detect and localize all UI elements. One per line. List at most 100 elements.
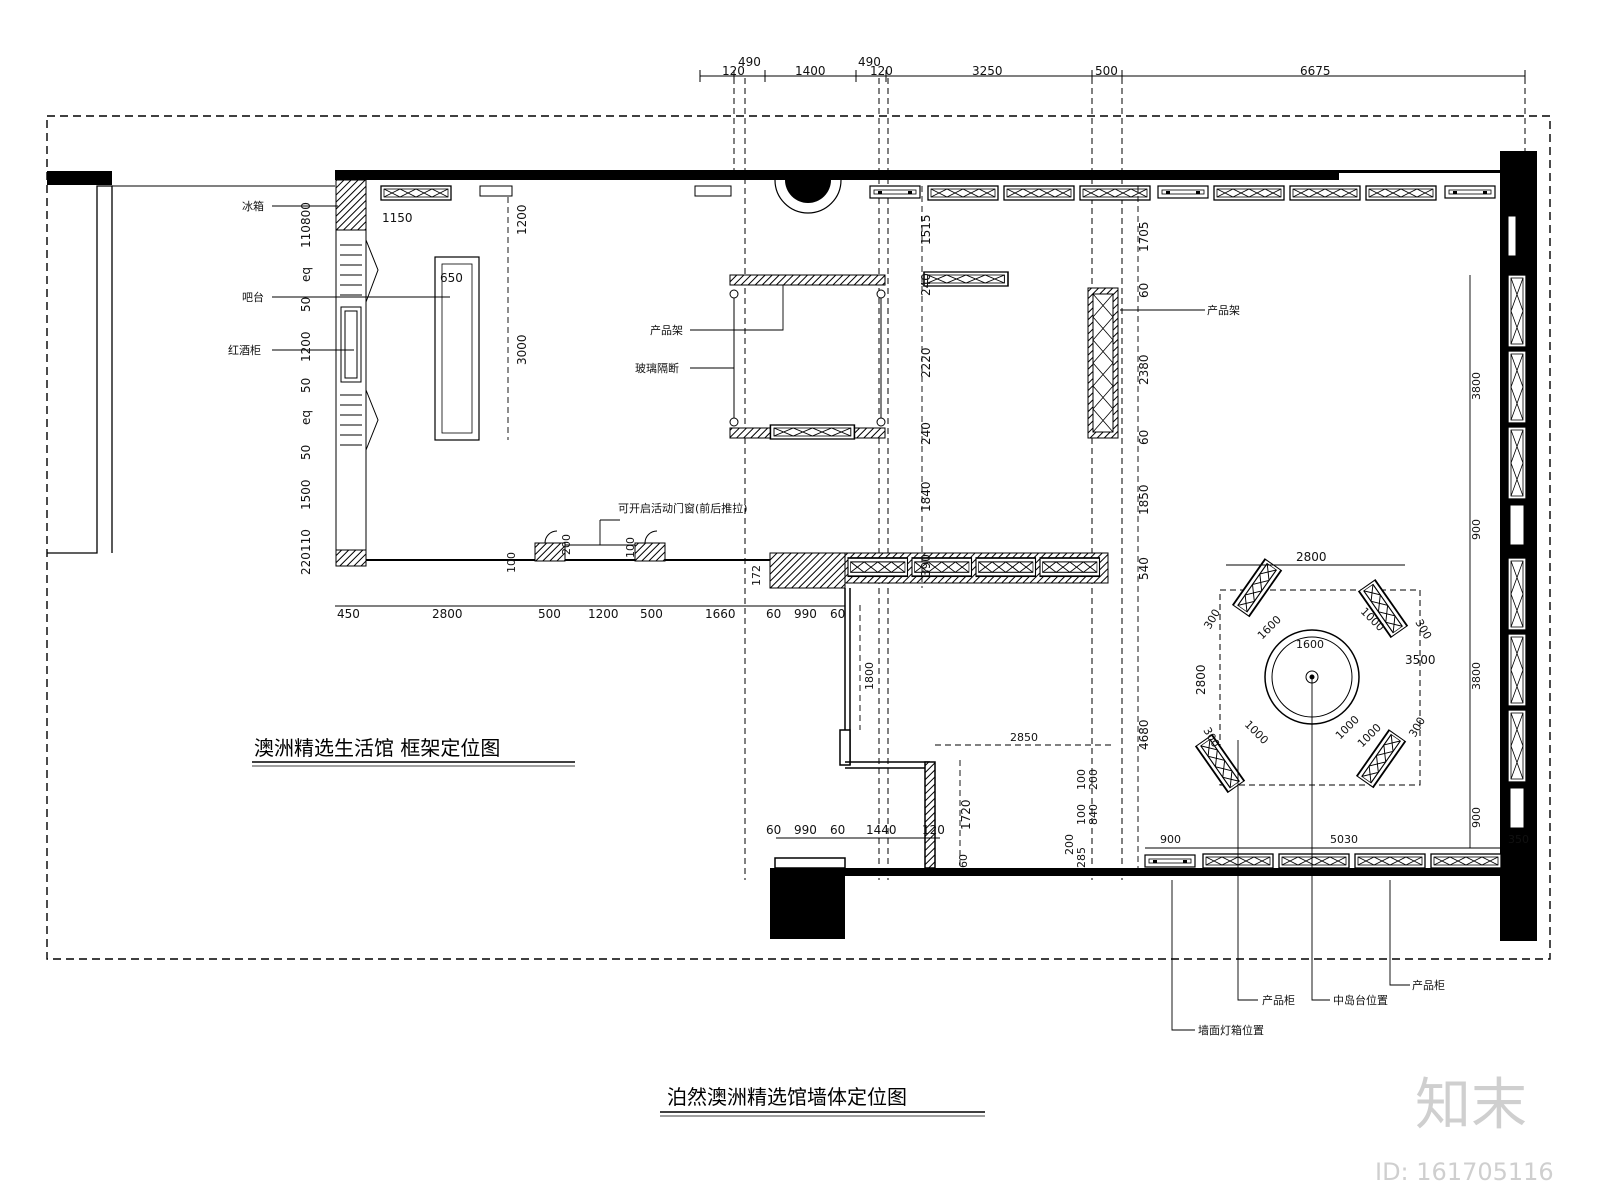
- right-product-rack: [1087, 287, 1119, 439]
- label-wine-cabinet: 红酒柜: [228, 344, 261, 357]
- dim-3800-b: 3800: [1470, 662, 1483, 690]
- left-wall-column: [335, 179, 367, 231]
- dim-lv-50-b: 50: [299, 378, 313, 393]
- small-dimension-labels: 100 200 840 100 200 285 100 100 200 60: [505, 534, 1100, 868]
- label-door-note: 可开启活动门窗(前后推拉): [618, 501, 748, 515]
- dim-small-200-a: 200: [1087, 769, 1100, 790]
- dim-low-1800: 1800: [863, 662, 876, 690]
- dim-60-a: 60: [766, 607, 781, 621]
- dim-5030: 5030: [1330, 833, 1358, 846]
- dim-60-r-a: 60: [1137, 283, 1151, 298]
- dim-60-r-b: 60: [1137, 430, 1151, 445]
- dim-low-120: 120: [922, 823, 945, 837]
- site-boundary: [46, 115, 1551, 960]
- dim-lv-800: 800: [299, 202, 313, 225]
- watermark-logo: 知末: [1415, 1073, 1527, 1138]
- dim-2800: 2800: [432, 607, 463, 621]
- middle-partition: [366, 530, 1109, 589]
- dim-1200: 1200: [588, 607, 619, 621]
- dim-low-1440: 1440: [866, 823, 897, 837]
- dim-60-b: 60: [830, 607, 845, 621]
- leader-lines: [272, 205, 1410, 1031]
- dim-1660: 1660: [705, 607, 736, 621]
- dim-1850: 1850: [1137, 484, 1151, 515]
- dim-1705: 1705: [1137, 221, 1151, 252]
- lower-dimension-labels: 60 990 60 1440 120 1720 2850 1800: [766, 662, 1038, 837]
- dim-lv-110-b: 110: [299, 529, 313, 552]
- dim-small-100-c: 100: [505, 552, 518, 573]
- dim-lv-50-a: 50: [299, 297, 313, 312]
- dim-240-a: 240: [919, 273, 933, 296]
- dim-lv-50-c: 50: [299, 445, 313, 460]
- label-product-cabinet-right: 产品柜: [1412, 978, 1445, 992]
- dim-island-1000-b: 1000: [1242, 718, 1271, 747]
- dim-500-b: 500: [640, 607, 663, 621]
- dim-1150: 1150: [382, 211, 413, 225]
- dim-1840: 1840: [919, 481, 933, 512]
- top-dimension-labels: 490 490 120 1400 120 3250 500 6675: [722, 55, 1331, 78]
- frame-title: 澳洲精选生活馆 框架定位图: [254, 736, 500, 760]
- dim-small-200-b: 200: [1063, 834, 1076, 855]
- dim-top-6675: 6675: [1300, 64, 1331, 78]
- bottom-left-dimension-labels: 450 2800 500 1200 500 1660 60 990 60: [337, 607, 845, 621]
- lower-room-walls: [774, 588, 1112, 869]
- dim-1515: 1515: [919, 214, 933, 245]
- dim-island-1600-a: 1600: [1255, 613, 1284, 642]
- label-bar-counter: 吧台: [242, 290, 264, 304]
- label-glass-screen: 玻璃隔断: [635, 361, 679, 375]
- dim-172: 172: [750, 565, 763, 586]
- dim-500-a: 500: [538, 607, 561, 621]
- left-decor-wall: [335, 229, 379, 551]
- annotation-labels: 冰箱 吧台 红酒柜 产品架 玻璃隔断 产品架 可开启活动门窗(前后推拉) 产品柜…: [228, 199, 1445, 1037]
- label-product-cabinet: 产品柜: [1262, 993, 1295, 1007]
- dim-top-500: 500: [1095, 64, 1118, 78]
- dim-top-490-b: 490: [858, 55, 881, 69]
- central-island: [1195, 558, 1421, 793]
- dim-island-300-b: 300: [1412, 617, 1434, 642]
- dim-lv-eq-b: eq: [299, 410, 313, 425]
- dim-low-60-a: 60: [766, 823, 781, 837]
- dim-island-300-d: 300: [1406, 715, 1428, 740]
- watermark-id: ID: 161705116: [1375, 1158, 1554, 1186]
- dim-900-a: 900: [1470, 519, 1483, 540]
- dim-top-120-a: 120: [722, 64, 745, 78]
- dim-900-b: 900: [1470, 807, 1483, 828]
- bottom-wall-cabinets: [1144, 853, 1502, 869]
- top-dimension-chain: [699, 70, 1526, 880]
- label-product-rack-right: 产品架: [1207, 303, 1240, 317]
- dimension-guides: [335, 186, 1510, 868]
- dim-lv-1500: 1500: [299, 479, 313, 510]
- exterior-walls: [47, 151, 1537, 941]
- dim-650: 650: [440, 271, 463, 285]
- dim-small-100-b: 100: [1075, 804, 1088, 825]
- dim-lv-110-a: 110: [299, 225, 313, 248]
- dim-small-100-d: 100: [624, 537, 637, 558]
- dim-island-3500: 3500: [1405, 653, 1436, 667]
- dim-low-60-b: 60: [830, 823, 845, 837]
- right-vertical-dimension-labels: 1705 60 2380 60 1850 540 4680: [1137, 221, 1151, 750]
- dim-island-1600-b: 1600: [1296, 638, 1324, 651]
- right-wall-cabinets: [1507, 215, 1527, 829]
- main-title: 泊然澳洲精选馆墙体定位图: [667, 1085, 907, 1109]
- dim-lv-220: 220: [299, 552, 313, 575]
- label-product-rack: 产品架: [650, 323, 683, 337]
- dim-top-120-b: 120: [870, 64, 893, 78]
- dim-island-2800-h: 2800: [1296, 550, 1327, 564]
- dim-3000: 3000: [515, 334, 529, 365]
- top-left-cabinets: [380, 185, 732, 201]
- dim-top-1400: 1400: [795, 64, 826, 78]
- left-inner-dimension-labels: 1150 650 1200 3000: [382, 204, 529, 365]
- dim-low-990: 990: [794, 823, 817, 837]
- dim-4680: 4680: [1137, 719, 1151, 750]
- dim-top-490-a: 490: [738, 55, 761, 69]
- center-vertical-dimension-labels: 1515 240 2220 240 1840 390 172: [750, 214, 933, 586]
- left-vertical-dimension-labels: 800 110 eq 50 1200 50 eq 50 1500 110 220: [299, 202, 313, 575]
- dim-lv-1200: 1200: [299, 331, 313, 362]
- dim-lv-eq-a: eq: [299, 267, 313, 282]
- far-right-dimension-labels: 3800 900 3800 900 350: [1470, 372, 1529, 846]
- dim-small-100-a: 100: [1075, 769, 1088, 790]
- label-island-position: 中岛台位置: [1333, 993, 1388, 1007]
- dim-900-br: 900: [1160, 833, 1181, 846]
- dim-top-3250: 3250: [972, 64, 1003, 78]
